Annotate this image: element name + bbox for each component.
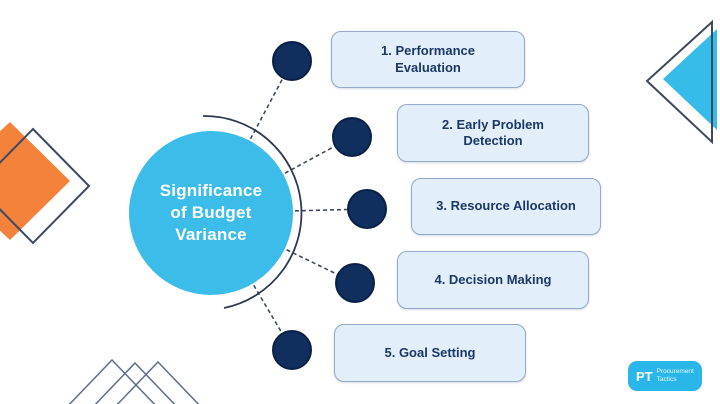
item-box-performance-evaluation: 1. Performance Evaluation — [331, 31, 525, 88]
mountain-triangle-2 — [94, 361, 176, 404]
corner-diamonds — [0, 122, 91, 245]
brand-logo: PT Procurement Tactics — [628, 361, 702, 391]
brand-name-line-2: Tactics — [656, 376, 677, 383]
node-dot-2 — [332, 117, 372, 157]
brand-name-line-1: Procurement — [656, 368, 694, 376]
hub-circle: Significance of Budget Variance — [129, 131, 293, 295]
diagram-title: Significance of Budget Variance — [160, 180, 263, 246]
item-label: 4. Decision Making — [434, 271, 552, 287]
item-box-resource-allocation: 3. Resource Allocation — [411, 178, 601, 235]
item-box-goal-setting: 5. Goal Setting — [334, 324, 526, 382]
item-label: 2. Early Problem Detection — [442, 116, 544, 148]
mountain-triangle-1 — [68, 358, 156, 404]
navy-outline-triangle — [645, 19, 713, 145]
item-box-decision-making: 4. Decision Making — [397, 251, 589, 309]
node-dot-4 — [335, 263, 375, 303]
orange-diamond — [0, 122, 70, 240]
mountain-triangles — [68, 358, 200, 404]
node-dot-3 — [347, 189, 387, 229]
title-line-2: of Budget — [170, 202, 252, 222]
navy-outline-diamond — [0, 127, 91, 245]
mountain-triangle-3 — [116, 360, 200, 404]
cyan-triangle — [663, 29, 717, 130]
node-dot-1 — [272, 41, 312, 81]
item-box-early-problem-detection: 2. Early Problem Detection — [397, 104, 589, 162]
brand-logo-name: Procurement Tactics — [657, 368, 694, 384]
node-dot-5 — [272, 330, 312, 370]
item-label: 5. Goal Setting — [384, 344, 476, 360]
corner-triangles — [645, 19, 717, 145]
item-label: 3. Resource Allocation — [436, 198, 576, 214]
title-line-1: Significance — [159, 180, 263, 200]
item-label: 1. Performance Evaluation — [381, 43, 475, 75]
title-line-3: Variance — [175, 225, 247, 245]
brand-logo-abbrev: PT — [636, 368, 653, 384]
